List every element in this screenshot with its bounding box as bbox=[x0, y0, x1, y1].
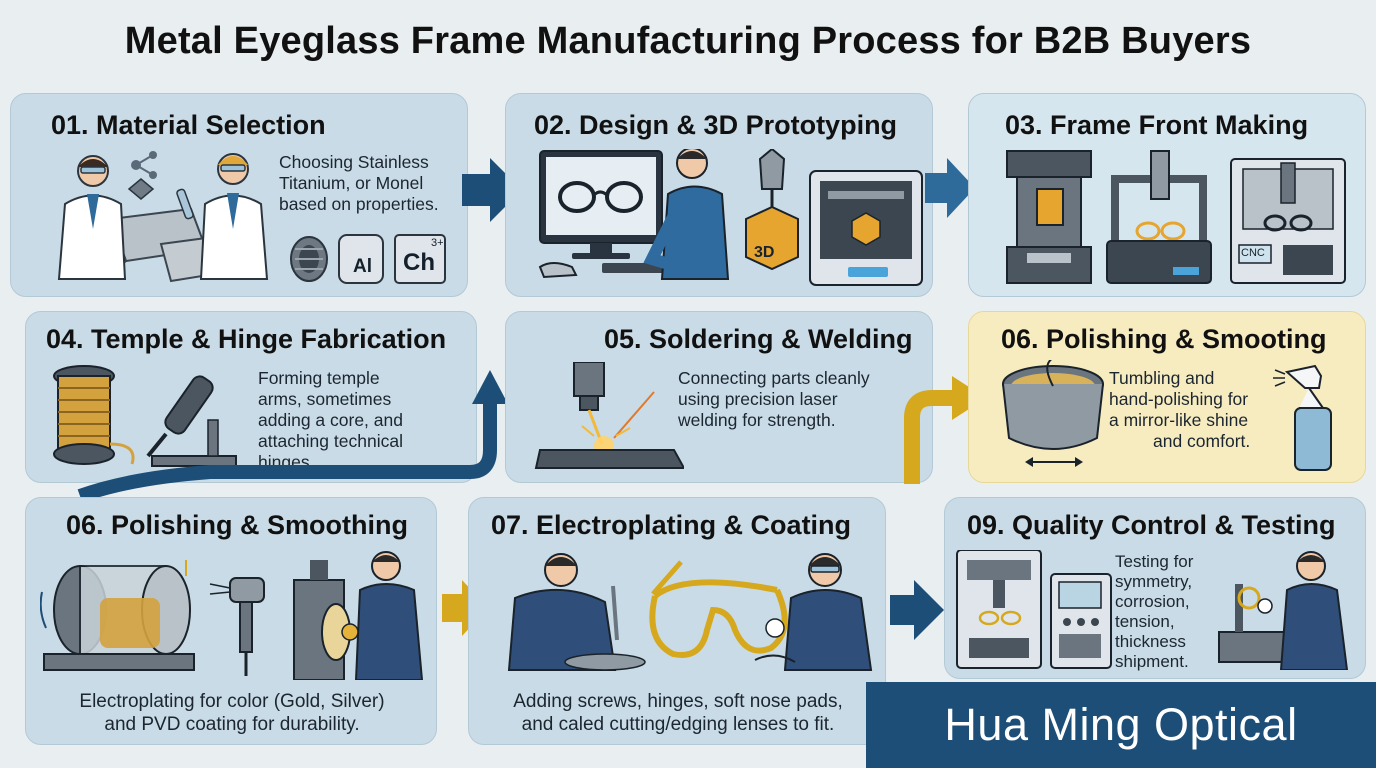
cube-label: 3D bbox=[754, 244, 775, 261]
polishing-machines-illustration bbox=[40, 551, 424, 680]
scientists-illustration bbox=[57, 151, 269, 283]
step-description: Tumbling and hand-polishing for a mirror… bbox=[1109, 368, 1251, 451]
arrow-right-icon bbox=[925, 158, 975, 218]
step-title: 05. Soldering & Welding bbox=[604, 324, 913, 354]
inspector-illustration bbox=[1218, 551, 1349, 670]
step-card-06b: 06. Polishing & Smoothing Electroplating… bbox=[25, 497, 437, 745]
step-description: Testing for symmetry, corrosion, tension… bbox=[1115, 552, 1194, 671]
electroplating-workers-illustration bbox=[507, 553, 873, 671]
connector-arrow-icon bbox=[77, 370, 508, 500]
step-card-06: 06. Polishing & Smooting Tumbling and ha… bbox=[968, 311, 1366, 483]
element-label-superscript: 3+ bbox=[431, 237, 444, 249]
element-label-al: Al bbox=[353, 256, 372, 277]
arrow-right-icon bbox=[890, 580, 944, 640]
step-title: 07. Electroplating & Coating bbox=[491, 510, 852, 540]
brand-logo: Hua Ming Optical bbox=[866, 682, 1376, 768]
page-title: Metal Eyeglass Frame Manufacturing Proce… bbox=[124, 20, 1252, 62]
step-card-04: 04. Temple & Hinge Fabrication Forming t… bbox=[25, 311, 477, 483]
machine-label: CNC bbox=[1241, 247, 1265, 259]
laser-welding-illustration bbox=[534, 362, 684, 469]
tumbler-bowl-illustration bbox=[1002, 360, 1104, 467]
step-description: Electroplating for color (Gold, Silver) … bbox=[79, 691, 385, 735]
arrow-right-icon bbox=[442, 580, 488, 636]
spray-bottle-icon bbox=[1273, 364, 1332, 471]
step-title: 01. Material Selection bbox=[51, 110, 326, 140]
step-card-07: 07. Electroplating & Coating Adding scre… bbox=[468, 497, 886, 745]
step-card-03: 03. Frame Front Making CNC bbox=[968, 93, 1366, 297]
step-card-05: 05. Soldering & Welding Connecting parts… bbox=[505, 311, 933, 483]
step-title: 04. Temple & Hinge Fabrication bbox=[46, 324, 447, 354]
wire-spool-and-tool-illustration bbox=[53, 365, 237, 467]
computer-design-illustration bbox=[538, 149, 923, 286]
step-description: Adding screws, hinges, soft nose pads, a… bbox=[513, 691, 843, 735]
step-description: Connecting parts cleanly using precision… bbox=[678, 368, 870, 430]
step-description: Choosing Stainless Titanium, or Monel ba… bbox=[279, 152, 439, 214]
testing-machines-illustration bbox=[956, 550, 1112, 669]
element-label-ch: Ch bbox=[403, 249, 435, 276]
step-title: 09. Quality Control & Testing bbox=[967, 510, 1336, 540]
step-title: 03. Frame Front Making bbox=[1005, 110, 1309, 140]
step-title: 02. Design & 3D Prototyping bbox=[534, 110, 898, 140]
arrow-right-icon bbox=[462, 158, 522, 222]
step-card-09: 09. Quality Control & Testing Testing fo… bbox=[944, 497, 1366, 679]
step-card-02: 02. Design & 3D Prototyping 3D bbox=[505, 93, 933, 297]
step-title: 06. Polishing & Smooting bbox=[1001, 324, 1327, 354]
material-samples-illustration bbox=[290, 234, 446, 284]
frame-machines-illustration bbox=[1006, 150, 1346, 284]
step-card-01: 01. Material Selection Choosing Stainles… bbox=[10, 93, 468, 297]
step-title: 06. Polishing & Smoothing bbox=[66, 510, 409, 540]
